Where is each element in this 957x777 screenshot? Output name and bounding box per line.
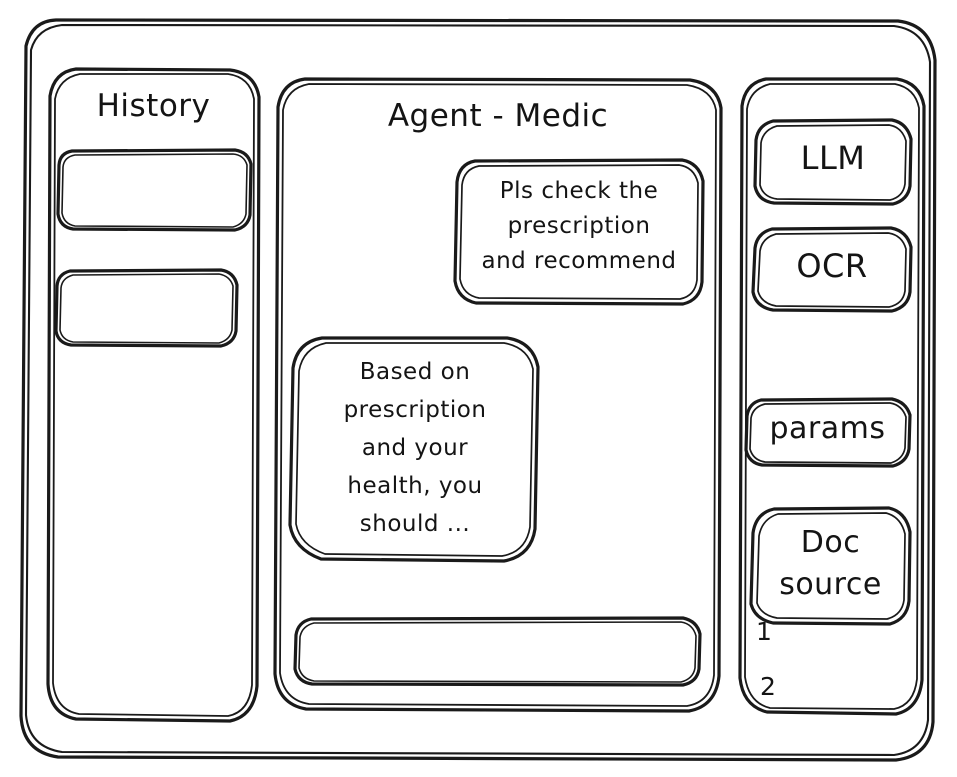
agent-title: Agent - Medic <box>387 98 609 134</box>
user-message-bubble: Pls check the prescription and recommend <box>453 158 705 306</box>
tool-params-button[interactable]: params <box>744 397 912 468</box>
tool-ocr-button[interactable]: OCR <box>751 226 913 313</box>
source-list-item[interactable]: 1 <box>756 617 772 646</box>
tool-doc-source-label: Doc source <box>779 525 882 602</box>
message-input[interactable] <box>293 616 702 687</box>
history-item[interactable] <box>56 148 253 232</box>
tool-llm-button[interactable]: LLM <box>753 118 913 206</box>
source-list-item[interactable]: 2 <box>760 672 776 701</box>
assistant-message-bubble: Based on prescription and your health, y… <box>288 335 542 563</box>
tool-ocr-label: OCR <box>796 247 868 285</box>
history-item[interactable] <box>54 268 239 348</box>
user-message-text: Pls check the prescription and recommend <box>481 178 677 274</box>
tool-doc-source-button[interactable]: Doc source <box>749 506 912 626</box>
tool-params-label: params <box>769 411 886 446</box>
assistant-message-text: Based on prescription and your health, y… <box>343 359 487 537</box>
history-title: History <box>96 88 211 124</box>
tool-llm-label: LLM <box>800 139 866 177</box>
